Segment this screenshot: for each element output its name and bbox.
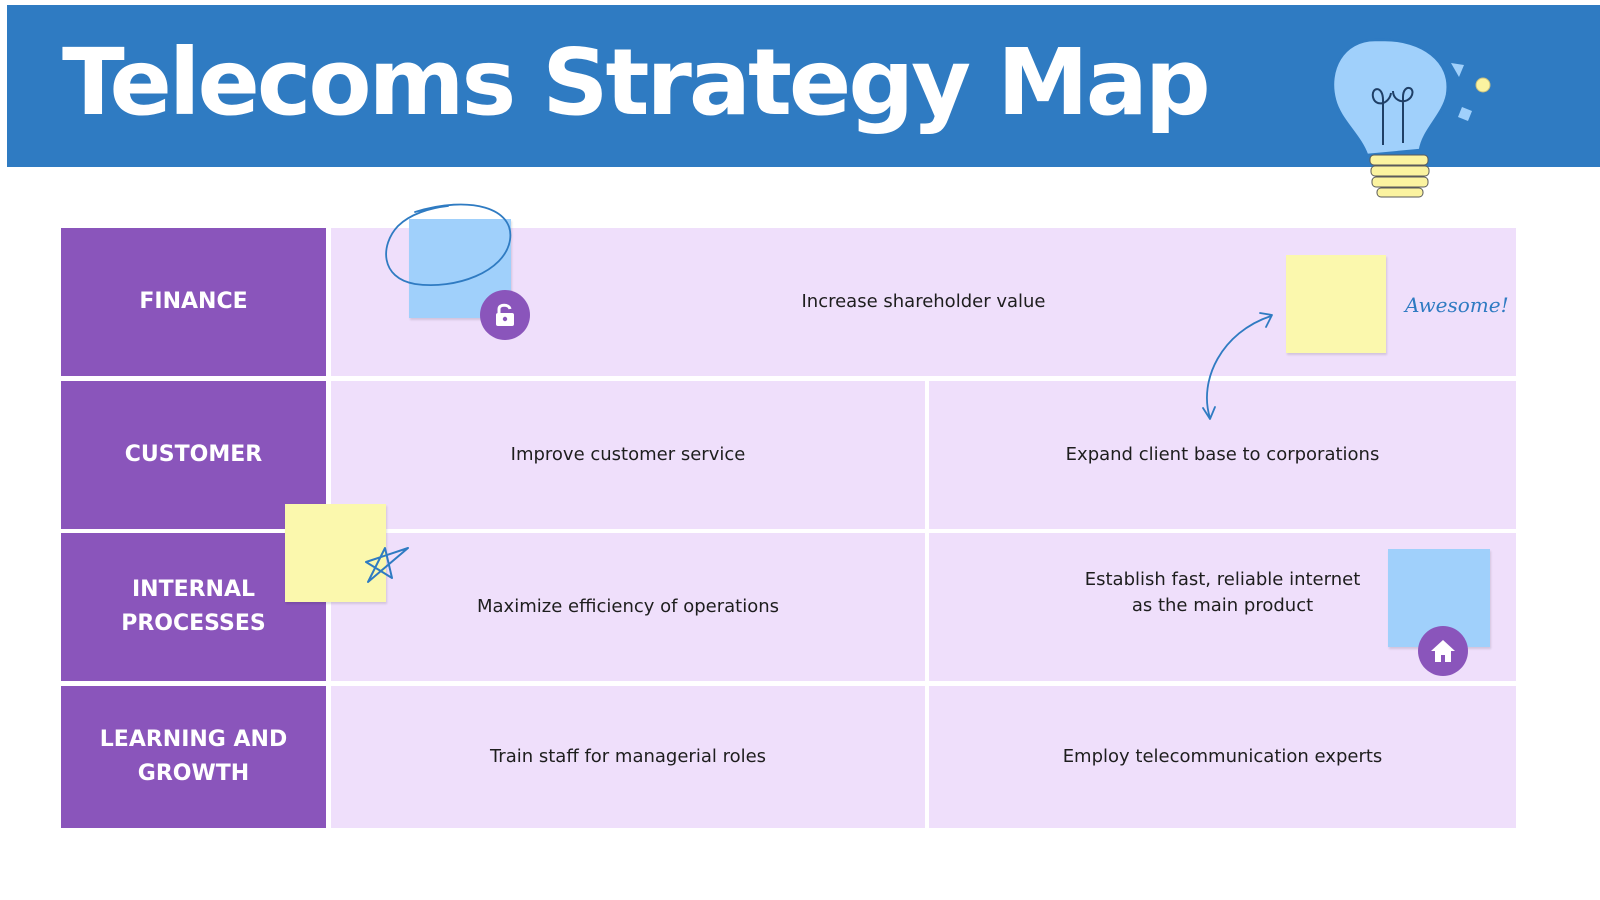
unlock-icon xyxy=(480,290,530,340)
row-label-text: LEARNING AND GROWTH xyxy=(99,727,288,786)
objective-text: Improve customer service xyxy=(510,444,746,465)
row-label-text: CUSTOMER xyxy=(124,442,263,467)
sticky-note-yellow xyxy=(1286,255,1386,353)
objective-text: Increase shareholder value xyxy=(801,291,1046,312)
row-label-learning-and-growth: LEARNING AND GROWTH xyxy=(61,686,326,828)
customer-objective-cell-2: Expand client base to corporations xyxy=(929,381,1516,529)
objective-text: Maximize efficiency of operations xyxy=(477,596,779,617)
learning-objective-cell-2: Employ telecommunication experts xyxy=(929,686,1516,828)
learning-objective-cell-1: Train staff for managerial roles xyxy=(331,686,925,828)
objective-text: Expand client base to corporations xyxy=(1065,444,1380,465)
customer-objective-cell-1: Improve customer service xyxy=(331,381,925,529)
objective-text: Train staff for managerial roles xyxy=(489,746,767,767)
row-label-customer: CUSTOMER xyxy=(61,381,326,529)
home-icon xyxy=(1418,626,1468,676)
row-label-text: FINANCE xyxy=(139,289,248,314)
internal-objective-cell-1: Maximize efficiency of operations xyxy=(331,533,925,681)
lightbulb-icon xyxy=(1331,38,1491,198)
awesome-annotation: Awesome! xyxy=(1405,293,1509,317)
page-title: Telecoms Strategy Map xyxy=(62,29,1211,136)
row-label-internal-processes: INTERNAL PROCESSES xyxy=(61,533,326,681)
objective-text: Establish fast, reliable internet as the… xyxy=(1084,569,1361,616)
row-label-finance: FINANCE xyxy=(61,228,326,376)
row-label-text: INTERNAL PROCESSES xyxy=(121,577,266,636)
sticky-note-yellow xyxy=(285,504,386,602)
objective-text: Employ telecommunication experts xyxy=(1062,746,1383,767)
